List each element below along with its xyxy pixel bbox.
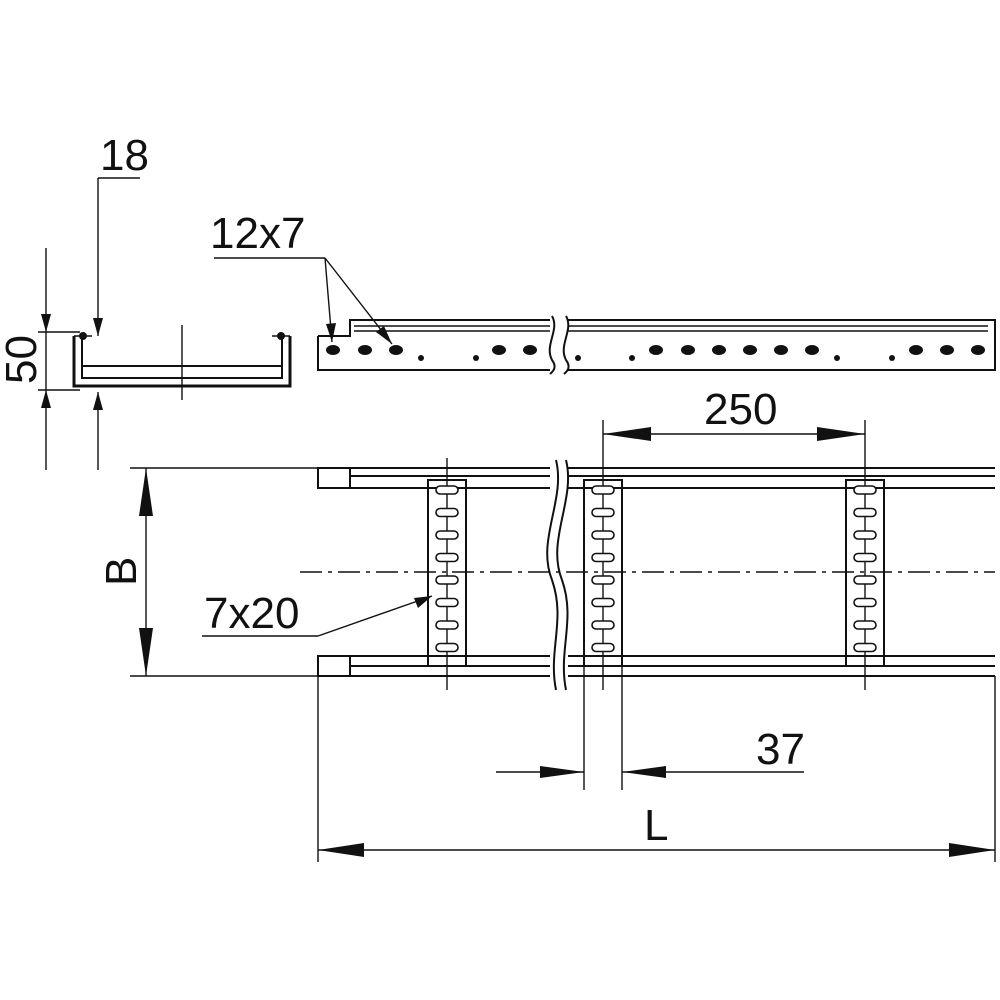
rung-slot bbox=[591, 507, 615, 518]
label-37: 37 bbox=[756, 725, 805, 774]
dim-18-arrow-bottom bbox=[93, 392, 103, 410]
dim-50-arrow-bottom bbox=[41, 390, 51, 408]
rung-slot bbox=[591, 642, 615, 653]
label-250: 250 bbox=[704, 385, 777, 434]
leader-7x20-line bbox=[317, 595, 433, 637]
dim-50-arrow-top bbox=[41, 314, 51, 332]
rail-dot bbox=[889, 355, 895, 361]
dim-b-arrow-bottom bbox=[139, 628, 153, 676]
rung-slot bbox=[435, 485, 459, 495]
rung-slot bbox=[591, 575, 615, 585]
rail-hole bbox=[712, 345, 726, 355]
leader-12x7-arrow-b bbox=[376, 326, 392, 344]
rung-slot bbox=[435, 620, 459, 630]
label-18: 18 bbox=[100, 131, 149, 180]
leader-7x20-arrow bbox=[414, 596, 432, 608]
rail-hole bbox=[940, 345, 954, 355]
dim-250-arrow-right bbox=[817, 427, 865, 441]
label-7x20: 7x20 bbox=[204, 589, 299, 638]
rung-slot bbox=[853, 575, 877, 585]
rail-dot bbox=[473, 355, 479, 361]
cross-section-view: 18 50 bbox=[0, 131, 292, 470]
rung-slot bbox=[435, 597, 459, 608]
rung-slot bbox=[853, 552, 877, 563]
dim-18-arrow-top bbox=[93, 318, 103, 336]
rail-left-outline bbox=[317, 319, 550, 371]
dim-l-arrow-right bbox=[949, 843, 995, 857]
label-l: L bbox=[644, 801, 668, 850]
rung-slot bbox=[435, 507, 459, 518]
dim-37-arrow-left bbox=[540, 766, 584, 778]
rung-slot bbox=[435, 552, 459, 563]
plan-break-line-b bbox=[556, 459, 570, 691]
rung-slot bbox=[853, 642, 877, 653]
rung-slot bbox=[591, 552, 615, 563]
rung-slot bbox=[853, 620, 877, 630]
rail-hole bbox=[774, 345, 788, 355]
rail-hole bbox=[649, 345, 663, 355]
side-rail-view: 12x7 bbox=[210, 209, 996, 375]
break-line-a bbox=[548, 315, 556, 375]
rail-dot bbox=[575, 355, 581, 361]
dim-b-arrow-top bbox=[139, 468, 153, 516]
bottom-rail-end-cap bbox=[317, 655, 351, 677]
rung-slot bbox=[591, 620, 615, 630]
rung-slot bbox=[853, 507, 877, 518]
rung-slot bbox=[591, 597, 615, 608]
break-line-b bbox=[562, 315, 570, 375]
leader-12x7-arrow-a bbox=[326, 323, 336, 342]
rung-slot bbox=[853, 485, 877, 495]
rail-hole bbox=[389, 345, 403, 355]
dim-250-arrow-left bbox=[603, 427, 651, 441]
top-rail-end-cap bbox=[317, 467, 351, 489]
dim-l-arrow-left bbox=[318, 843, 364, 857]
rail-hole bbox=[358, 345, 372, 355]
rung-slot bbox=[435, 575, 459, 585]
rung-slot bbox=[853, 597, 877, 608]
rail-hole bbox=[805, 345, 819, 355]
rung-slots bbox=[435, 485, 877, 653]
rung-slot bbox=[853, 530, 877, 540]
label-b: B bbox=[97, 557, 146, 586]
plan-view: 250 B 7x20 37 L bbox=[97, 385, 996, 862]
rung-slot bbox=[591, 485, 615, 495]
rail-right-outline bbox=[568, 319, 996, 371]
rail-dot bbox=[834, 355, 840, 361]
label-50: 50 bbox=[0, 335, 46, 384]
rail-hole bbox=[743, 345, 757, 355]
rung-slot bbox=[591, 530, 615, 540]
plan-break-line-a bbox=[546, 459, 560, 691]
label-12x7: 12x7 bbox=[210, 209, 305, 258]
rail-hole bbox=[326, 345, 340, 355]
rail-hole bbox=[909, 345, 923, 355]
rail-holes bbox=[326, 345, 985, 361]
rung-slot bbox=[435, 530, 459, 540]
rail-hole bbox=[971, 345, 985, 355]
rail-hole bbox=[492, 345, 506, 355]
rail-hole bbox=[681, 345, 695, 355]
rung-slot bbox=[435, 642, 459, 653]
rail-dot bbox=[629, 355, 635, 361]
rail-dot bbox=[418, 355, 424, 361]
rail-hole bbox=[523, 345, 537, 355]
dim-37-arrow-right bbox=[622, 766, 666, 778]
